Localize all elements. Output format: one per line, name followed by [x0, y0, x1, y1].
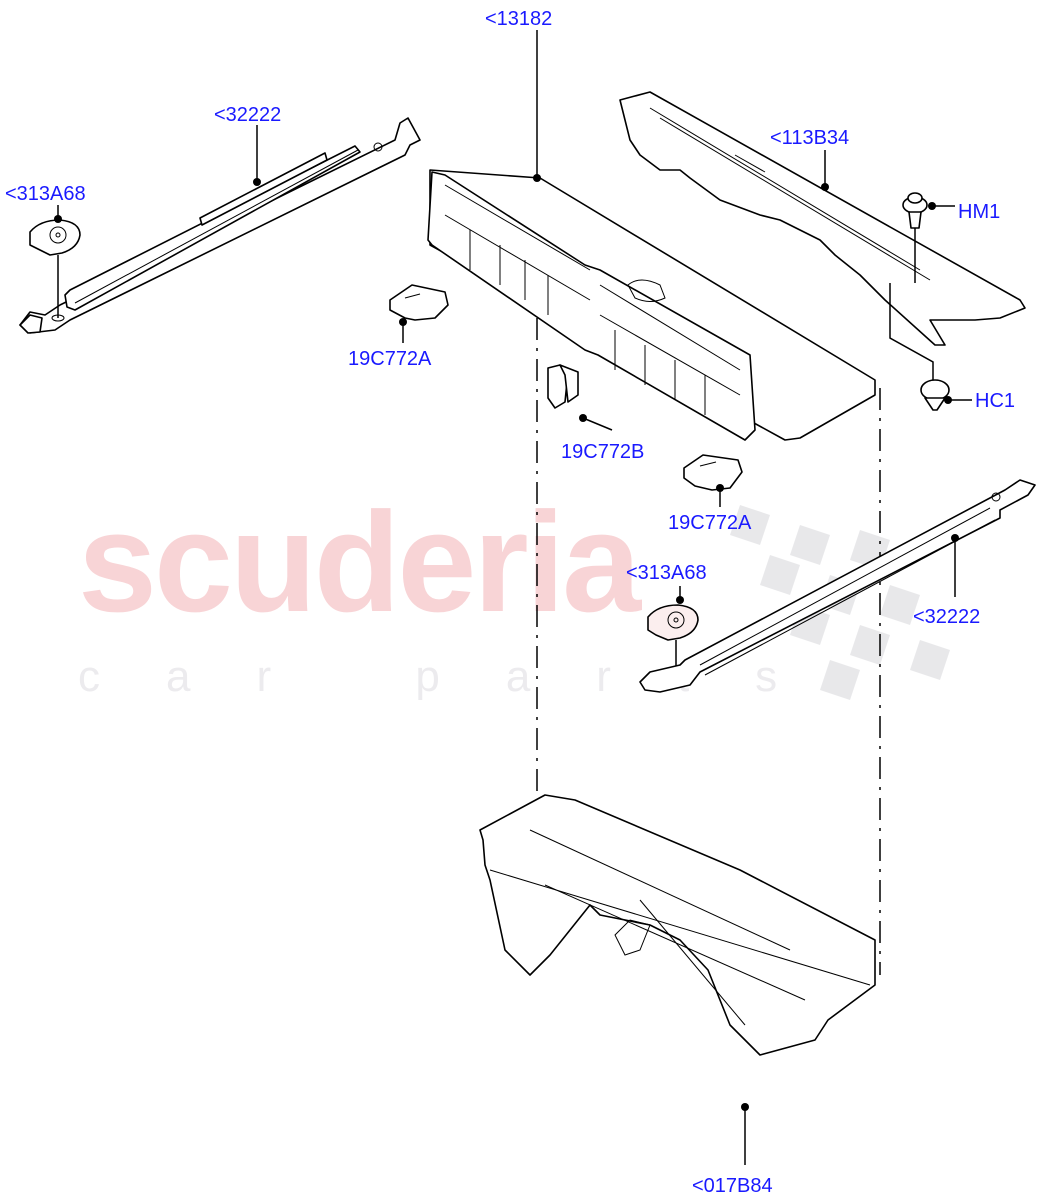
hm1-screw	[902, 192, 928, 283]
rear-scuff-plate	[619, 91, 1026, 346]
right-tie-down-cap	[647, 604, 699, 682]
callout-313a68-right[interactable]: <313A68	[626, 562, 707, 584]
callout-113b34[interactable]: <113B34	[770, 127, 850, 149]
callout-313a68-left[interactable]: <313A68	[5, 183, 86, 205]
callout-19c772a-left[interactable]: 19C772A	[348, 348, 432, 370]
right-sill-rail	[639, 479, 1036, 693]
callout-hm1[interactable]: HM1	[958, 201, 1001, 223]
callout-32222-left[interactable]: <32222	[214, 104, 282, 126]
callout-32222-right[interactable]: <32222	[913, 606, 981, 628]
centre-clip	[547, 364, 579, 409]
callout-hc1[interactable]: HC1	[975, 390, 1016, 412]
callout-19c772a-right[interactable]: 19C772A	[668, 512, 752, 534]
floor-cover-panel	[427, 169, 876, 441]
storage-tub	[479, 794, 876, 1056]
watermark-main: scuderia	[78, 483, 641, 642]
callout-19c772b[interactable]: 19C772B	[561, 441, 645, 463]
callout-017b84[interactable]: <017B84	[692, 1175, 773, 1197]
hc1-push-clip	[889, 283, 950, 411]
callout-13182[interactable]: <13182	[485, 8, 553, 30]
left-sill-rail	[19, 117, 421, 334]
left-tie-down-cap	[29, 219, 81, 322]
leader-lines	[54, 30, 972, 1165]
right-clip	[683, 454, 743, 491]
left-clip	[389, 284, 449, 321]
